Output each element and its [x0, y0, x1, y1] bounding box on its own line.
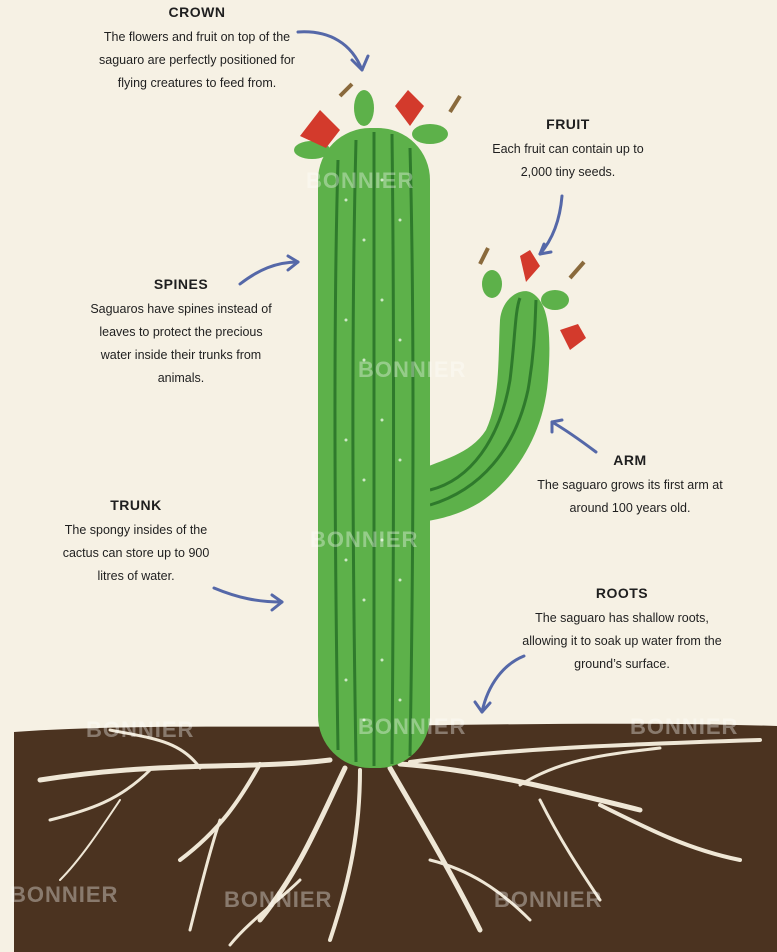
callout-trunk: TRUNK The spongy insides of the cactus c… — [58, 497, 214, 588]
callout-roots: ROOTS The saguaro has shallow roots, all… — [522, 585, 722, 676]
callout-fruit-title: FRUIT — [490, 116, 646, 132]
watermark-3: BONNIER — [310, 527, 418, 553]
callout-crown-title: CROWN — [98, 4, 296, 20]
callout-trunk-title: TRUNK — [58, 497, 214, 513]
watermark-2: BONNIER — [358, 357, 466, 383]
watermark-6: BONNIER — [630, 714, 738, 740]
arrow-crown — [298, 32, 362, 70]
watermark-7: BONNIER — [10, 882, 118, 908]
watermark-8: BONNIER — [224, 887, 332, 913]
callout-fruit-text: Each fruit can contain up to 2,000 tiny … — [490, 138, 646, 184]
callout-arm-text: The saguaro grows its first arm at aroun… — [520, 474, 740, 520]
callout-spines-text: Saguaros have spines instead of leaves t… — [86, 298, 276, 390]
callout-spines: SPINES Saguaros have spines instead of l… — [86, 276, 276, 390]
callout-spines-title: SPINES — [86, 276, 276, 292]
watermark-1: BONNIER — [306, 168, 414, 194]
callout-trunk-text: The spongy insides of the cactus can sto… — [58, 519, 214, 588]
callout-roots-title: ROOTS — [522, 585, 722, 601]
watermark-5: BONNIER — [86, 717, 194, 743]
watermark-9: BONNIER — [494, 887, 602, 913]
arrow-arm — [552, 422, 596, 452]
callout-arm-title: ARM — [520, 452, 740, 468]
watermark-4: BONNIER — [358, 714, 466, 740]
callout-crown: CROWN The flowers and fruit on top of th… — [98, 4, 296, 95]
callout-roots-text: The saguaro has shallow roots, allowing … — [522, 607, 722, 676]
callout-arm: ARM The saguaro grows its first arm at a… — [520, 452, 740, 520]
callout-fruit: FRUIT Each fruit can contain up to 2,000… — [490, 116, 646, 184]
callout-crown-text: The flowers and fruit on top of the sagu… — [98, 26, 296, 95]
